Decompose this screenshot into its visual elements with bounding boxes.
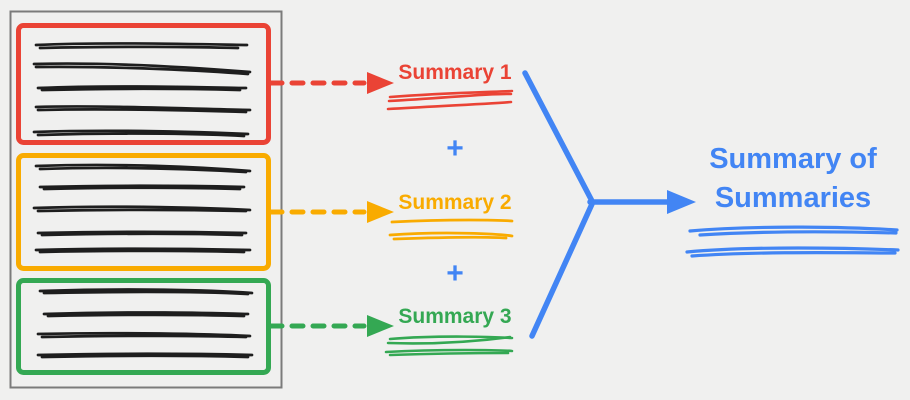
- text-scribble-line: [36, 331, 252, 339]
- text-scribble-line: [32, 62, 252, 76]
- summary-2-scribble: [388, 218, 514, 241]
- red-arrowhead-icon: [367, 72, 394, 94]
- summary-3-scribble: [384, 335, 514, 357]
- text-scribble-line: [36, 230, 248, 237]
- document-section-orange: [16, 153, 271, 271]
- text-scribble-line: [32, 129, 250, 138]
- summary-1-label: Summary 1: [398, 61, 512, 84]
- result-label: Summary of Summaries: [709, 143, 877, 214]
- summary-1-scribble: [386, 89, 514, 111]
- green-section-box: [16, 278, 271, 375]
- text-scribble-line: [36, 352, 254, 359]
- green-arrowhead-icon: [367, 315, 394, 337]
- red-dashed-arrow: [268, 72, 394, 94]
- text-scribble-line: [34, 42, 249, 50]
- text-scribble-line: [34, 247, 252, 254]
- document-outline: [9, 10, 283, 389]
- text-scribble-line: [38, 184, 246, 191]
- text-scribble-line: [32, 205, 252, 213]
- orange-dashed-arrow: [268, 201, 394, 223]
- blue-scribble-lines: [685, 225, 900, 258]
- summary-2-label: Summary 2: [398, 191, 512, 214]
- text-scribble-line: [42, 311, 250, 318]
- text-scribble-line: [38, 288, 254, 296]
- document-section-red: [16, 23, 271, 145]
- red-section-box: [16, 23, 271, 145]
- merge-arrow: [522, 70, 696, 339]
- text-scribble-line: [34, 105, 252, 114]
- green-dashed-arrow: [268, 315, 394, 337]
- blue-arrowhead-icon: [667, 190, 696, 214]
- text-scribble-line: [36, 85, 248, 92]
- orange-arrowhead-icon: [367, 201, 394, 223]
- plus-operator-1: +: [446, 132, 464, 165]
- result-scribble: [685, 225, 900, 258]
- plus-operator-2: +: [446, 257, 464, 290]
- green-scribble-lines: [384, 335, 514, 357]
- summary-3-label: Summary 3: [398, 305, 512, 328]
- red-scribble-lines: [386, 89, 514, 111]
- text-scribble-line: [34, 163, 252, 174]
- source-document: [9, 10, 283, 389]
- merge-arrow-lines: [522, 70, 670, 339]
- document-section-green: [16, 278, 271, 375]
- orange-scribble-lines: [388, 218, 514, 241]
